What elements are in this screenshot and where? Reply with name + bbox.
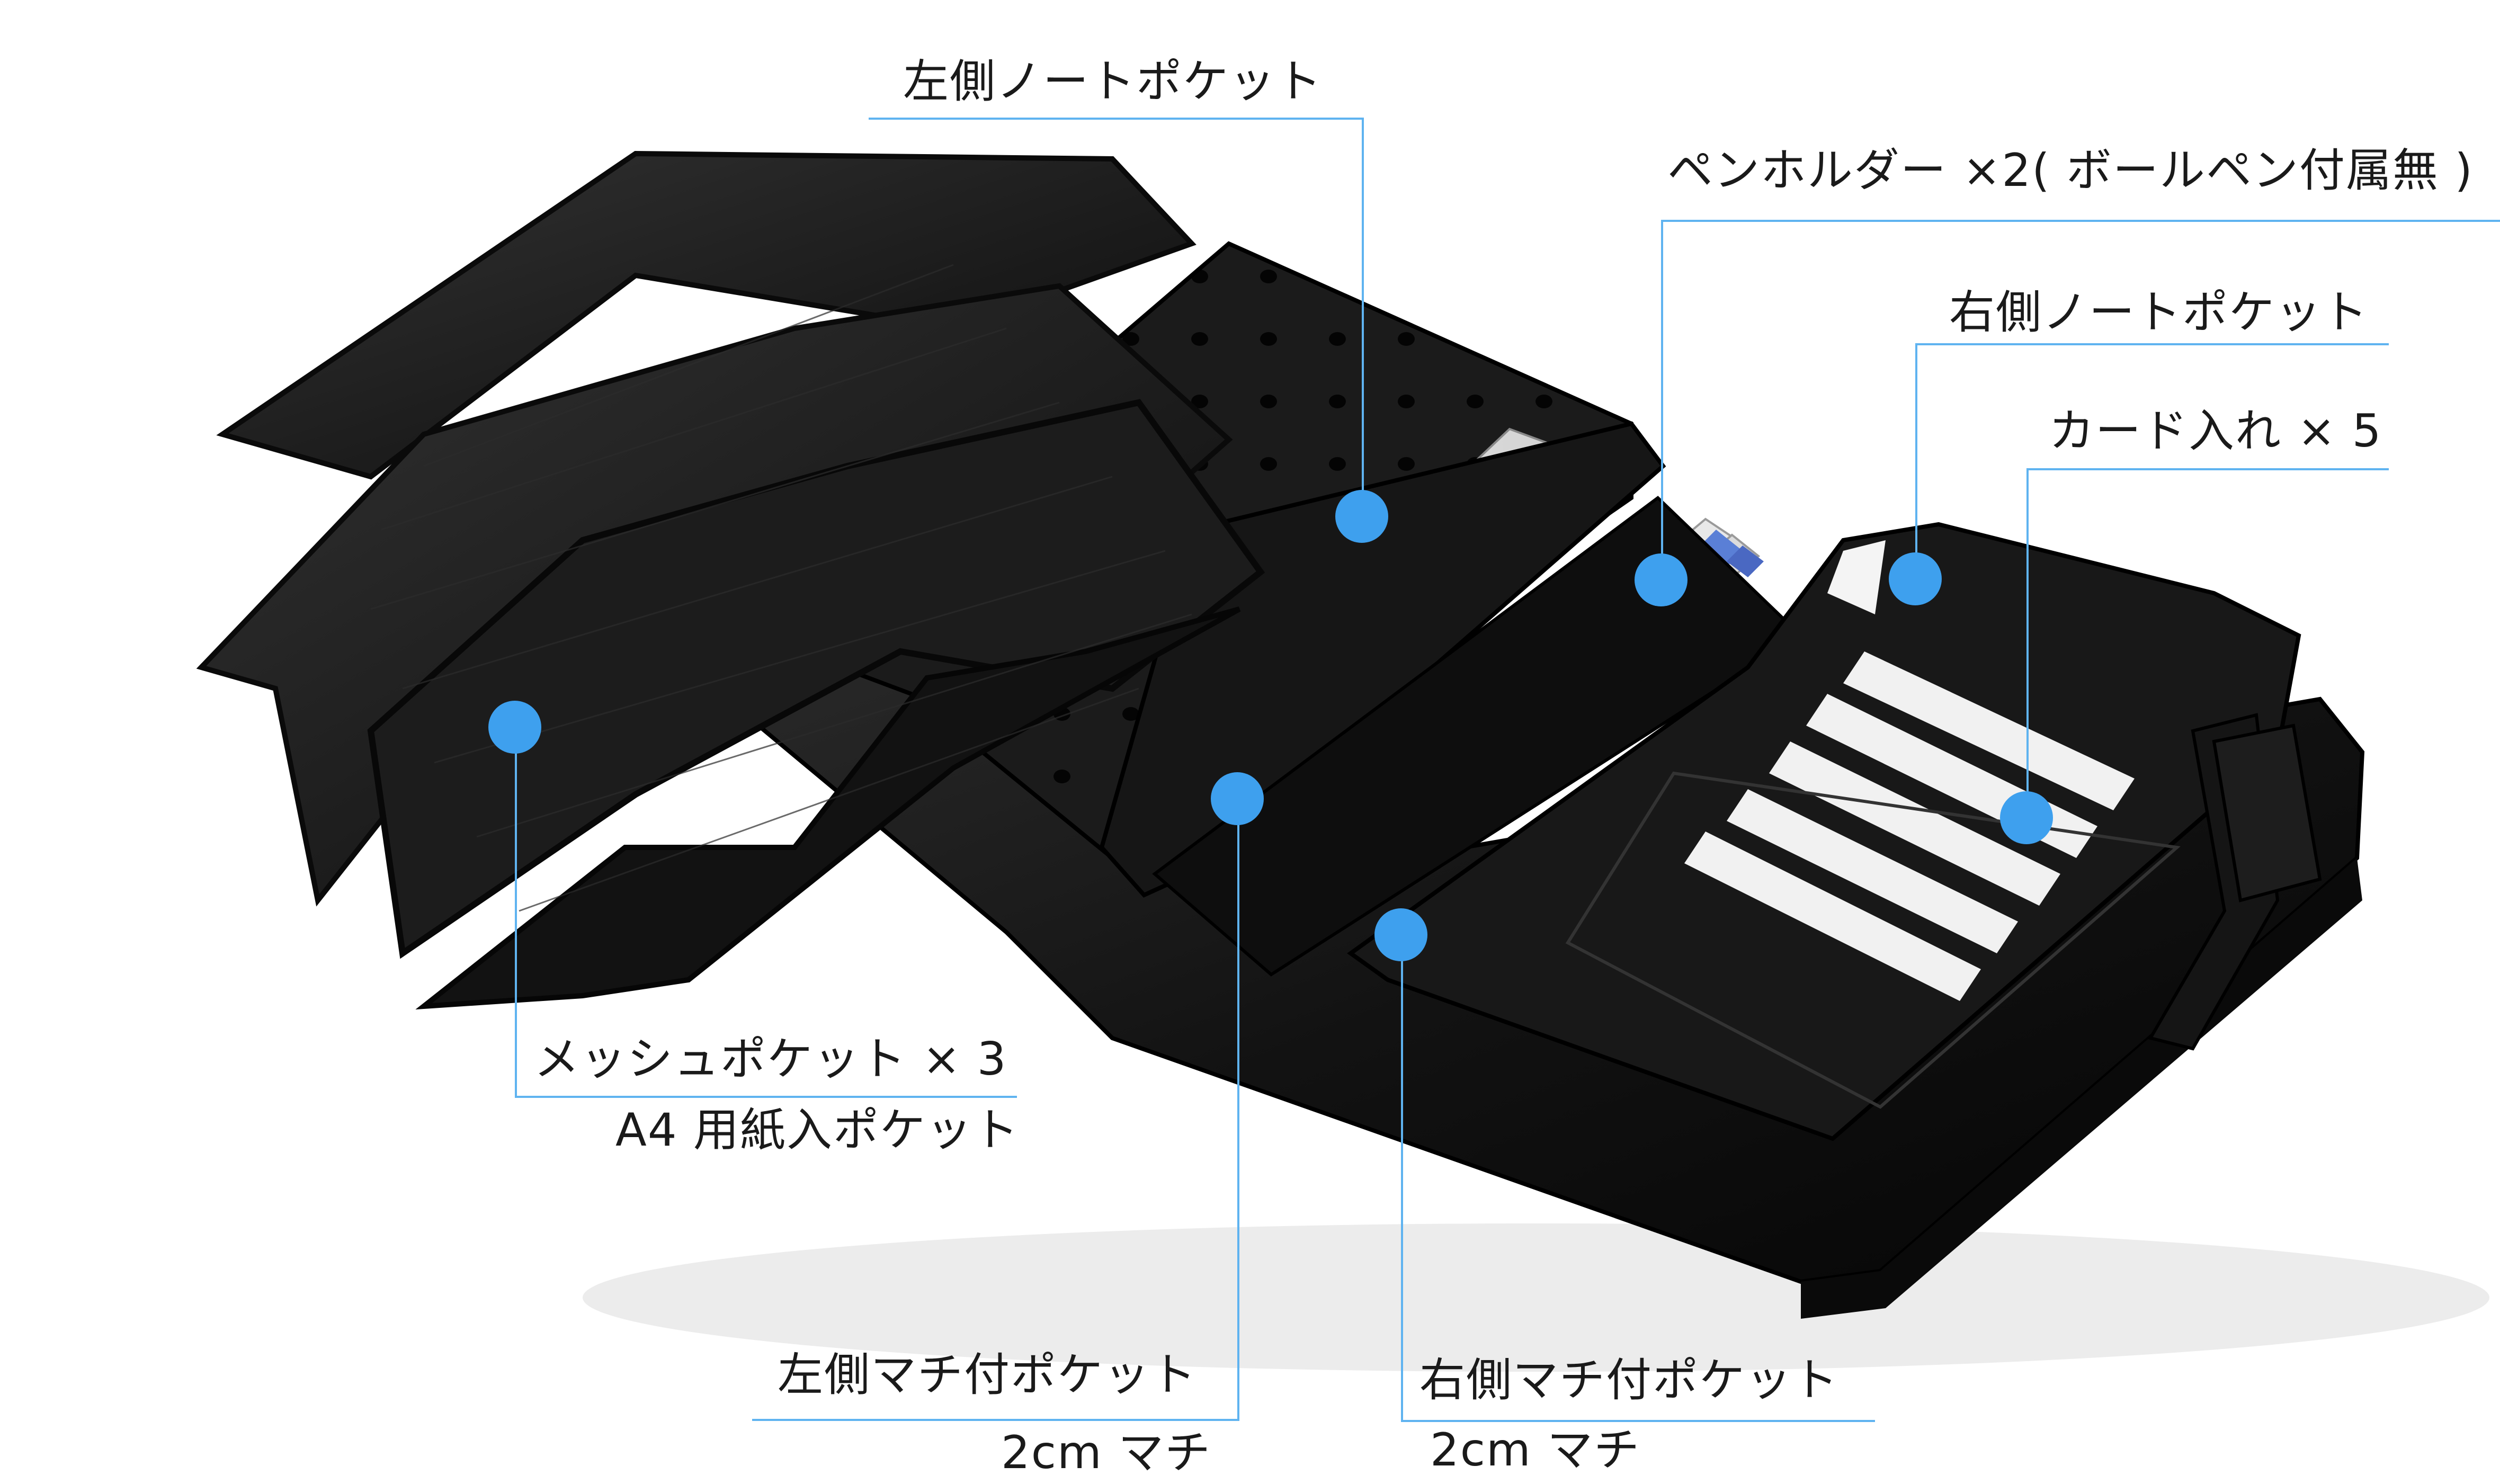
leader-pen-h bbox=[1661, 220, 2500, 222]
leader-mesh-v bbox=[515, 727, 517, 1098]
label-right-gusset-pocket: 右側マチ付ポケット bbox=[1419, 1354, 1839, 1407]
leader-right-gusset-v bbox=[1401, 935, 1403, 1422]
callout-dot-pen-holder[interactable] bbox=[1635, 553, 1688, 606]
leader-card-h bbox=[2026, 468, 2389, 470]
callout-dot-right-gusset-pocket[interactable] bbox=[1374, 908, 1427, 961]
callout-dot-right-note-pocket[interactable] bbox=[1889, 552, 1942, 605]
callout-dot-mesh-pocket[interactable] bbox=[488, 701, 541, 754]
label-mesh-pocket: メッシュポケット × 3 bbox=[534, 1033, 1007, 1086]
label-card-slots: カード入れ × 5 bbox=[2049, 405, 2382, 458]
label-right-gusset-size: 2cm マチ bbox=[1430, 1424, 1641, 1477]
leader-left-note-v bbox=[1362, 118, 1364, 516]
callout-dot-card-slots[interactable] bbox=[2000, 791, 2053, 844]
leader-card-v bbox=[2026, 468, 2029, 818]
callout-dot-left-gusset-pocket[interactable] bbox=[1211, 772, 1264, 825]
label-left-gusset-pocket: 左側マチ付ポケット bbox=[778, 1348, 1197, 1401]
leader-left-gusset-v bbox=[1237, 799, 1239, 1421]
leader-left-gusset-h bbox=[752, 1419, 1239, 1421]
label-pen-holder: ペンホルダー ×2( ボールペン付属無 ) bbox=[1667, 144, 2474, 197]
leader-pen-v bbox=[1661, 220, 1663, 580]
leader-right-gusset-h bbox=[1401, 1420, 1875, 1422]
leader-left-note-h bbox=[869, 118, 1364, 120]
strap bbox=[2148, 713, 2322, 1051]
label-left-note-pocket: 左側ノートポケット bbox=[903, 55, 1323, 108]
callout-dot-left-note-pocket[interactable] bbox=[1335, 490, 1388, 543]
mesh-pockets bbox=[196, 150, 1265, 1010]
leader-right-note-v bbox=[1915, 343, 1917, 579]
label-right-note-pocket: 右側ノートポケット bbox=[1949, 286, 2369, 339]
label-left-gusset-size: 2cm マチ bbox=[1001, 1426, 1212, 1479]
leader-right-note-h bbox=[1915, 343, 2389, 345]
card-panel bbox=[1347, 522, 2301, 1141]
leader-mesh-h bbox=[515, 1096, 1017, 1098]
label-a4-pocket: A4 用紙入ポケット bbox=[615, 1104, 1020, 1157]
